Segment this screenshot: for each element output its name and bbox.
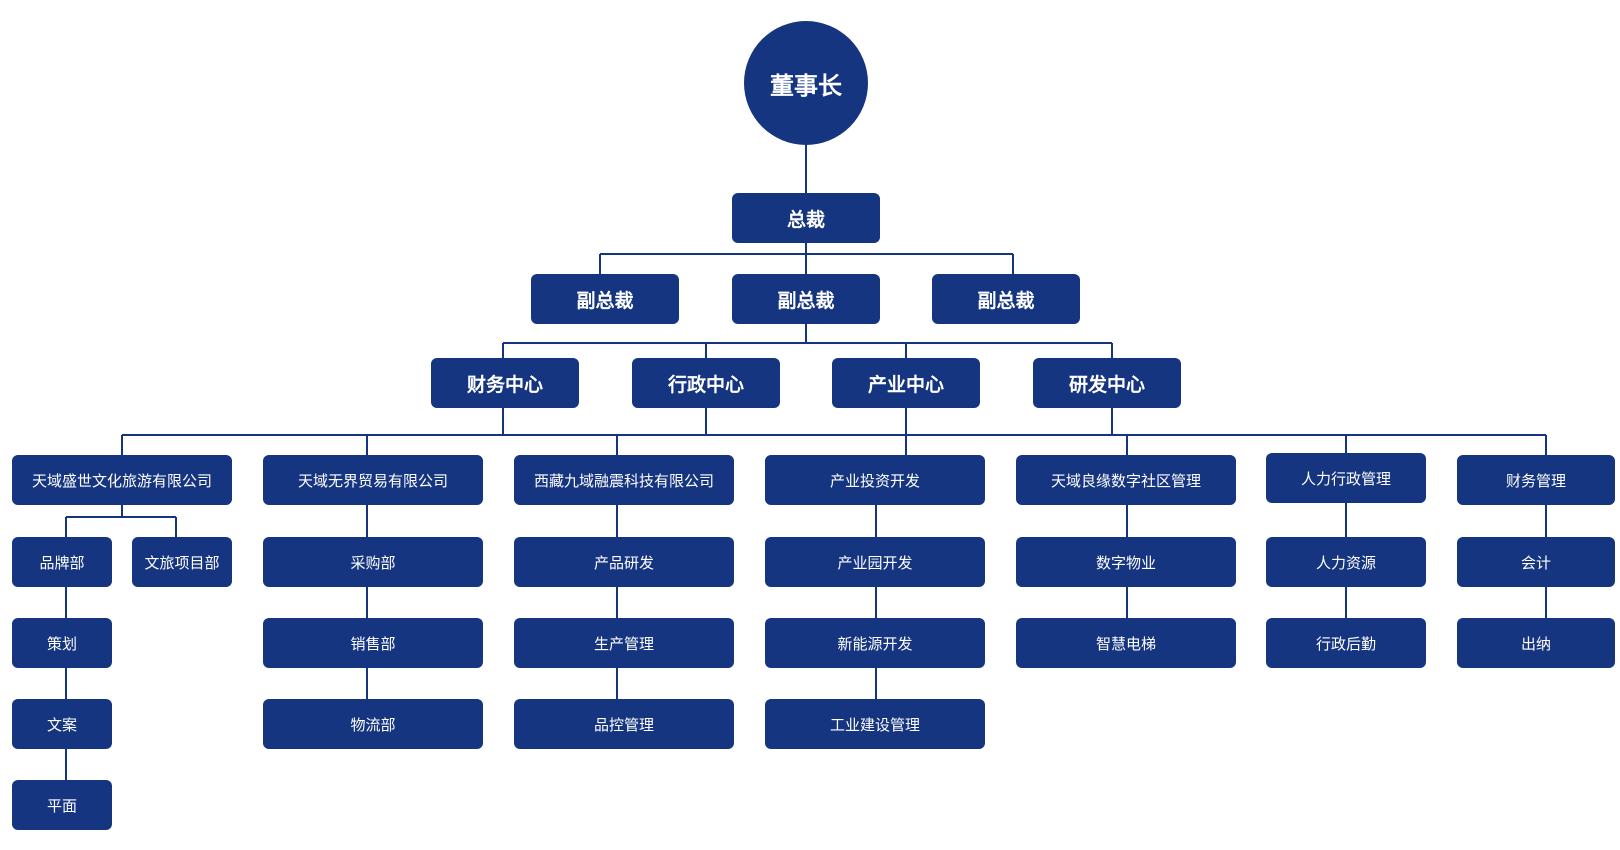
chairman-node[interactable]: 董事长 [744, 21, 868, 145]
branch-node-finance-management[interactable]: 财务管理 [1457, 455, 1615, 505]
president-node[interactable]: 总裁 [732, 193, 880, 243]
branch-node-digital-community[interactable]: 天域良缘数字社区管理 [1016, 455, 1236, 505]
dept-node-logistics[interactable]: 物流部 [263, 699, 483, 749]
branch-node-industry-investment[interactable]: 产业投资开发 [765, 455, 985, 505]
dept-node-cashier[interactable]: 出纳 [1457, 618, 1615, 668]
dept-node-tourism-project[interactable]: 文旅项目部 [132, 537, 232, 587]
admin-center-node[interactable]: 行政中心 [632, 358, 780, 408]
finance-center-node[interactable]: 财务中心 [431, 358, 579, 408]
dept-node-new-energy[interactable]: 新能源开发 [765, 618, 985, 668]
vice-president-node-3[interactable]: 副总裁 [932, 274, 1080, 324]
dept-node-industrial-construction[interactable]: 工业建设管理 [765, 699, 985, 749]
dept-node-product-rnd[interactable]: 产品研发 [514, 537, 734, 587]
dept-node-accounting[interactable]: 会计 [1457, 537, 1615, 587]
branch-node-tech[interactable]: 西藏九域融震科技有限公司 [514, 455, 734, 505]
dept-node-sales[interactable]: 销售部 [263, 618, 483, 668]
dept-node-purchasing[interactable]: 采购部 [263, 537, 483, 587]
branch-node-trade[interactable]: 天域无界贸易有限公司 [263, 455, 483, 505]
dept-node-smart-elevator[interactable]: 智慧电梯 [1016, 618, 1236, 668]
dept-node-admin-logistics[interactable]: 行政后勤 [1266, 618, 1426, 668]
dept-node-quality[interactable]: 品控管理 [514, 699, 734, 749]
dept-node-graphic[interactable]: 平面 [12, 780, 112, 830]
dept-node-industrial-park[interactable]: 产业园开发 [765, 537, 985, 587]
vice-president-node-1[interactable]: 副总裁 [531, 274, 679, 324]
branch-node-cultural-tourism[interactable]: 天域盛世文化旅游有限公司 [12, 455, 232, 505]
rnd-center-node[interactable]: 研发中心 [1033, 358, 1181, 408]
dept-node-planning[interactable]: 策划 [12, 618, 112, 668]
branch-node-hr-admin[interactable]: 人力行政管理 [1266, 453, 1426, 503]
dept-node-copywriting[interactable]: 文案 [12, 699, 112, 749]
dept-node-human-resources[interactable]: 人力资源 [1266, 537, 1426, 587]
dept-node-brand[interactable]: 品牌部 [12, 537, 112, 587]
vice-president-node-2[interactable]: 副总裁 [732, 274, 880, 324]
dept-node-digital-property[interactable]: 数字物业 [1016, 537, 1236, 587]
industry-center-node[interactable]: 产业中心 [832, 358, 980, 408]
dept-node-production[interactable]: 生产管理 [514, 618, 734, 668]
